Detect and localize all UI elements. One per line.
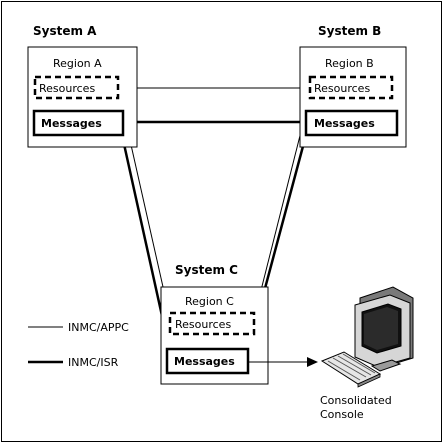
computer-icon xyxy=(320,286,414,388)
messages-c-box xyxy=(165,347,250,375)
resources-a-box xyxy=(33,75,120,100)
legend-isr-label: INMC/ISR xyxy=(68,356,119,369)
messages-a-label: Messages xyxy=(41,117,102,130)
messages-c-label: Messages xyxy=(174,355,235,368)
system-b-title: System B xyxy=(318,24,381,38)
resources-c-label: Resources xyxy=(175,318,231,331)
system-a-title: System A xyxy=(33,24,97,38)
resources-b-box xyxy=(308,75,394,100)
resources-c-box xyxy=(168,311,256,336)
messages-b-box xyxy=(304,109,399,137)
legend-appc-label: INMC/APPC xyxy=(68,321,129,334)
messages-a-box xyxy=(32,109,125,137)
region-c-label: Region C xyxy=(185,295,234,308)
system-c-title: System C xyxy=(175,263,238,277)
console-label-line2: Console xyxy=(320,408,364,421)
resources-a-label: Resources xyxy=(39,82,95,95)
console-label-line1: Consolidated xyxy=(320,394,392,407)
region-a-label: Region A xyxy=(53,57,102,70)
messages-b-label: Messages xyxy=(314,117,375,130)
resources-b-label: Resources xyxy=(314,82,370,95)
region-b-label: Region B xyxy=(325,57,374,70)
console-arrowhead xyxy=(307,357,318,367)
